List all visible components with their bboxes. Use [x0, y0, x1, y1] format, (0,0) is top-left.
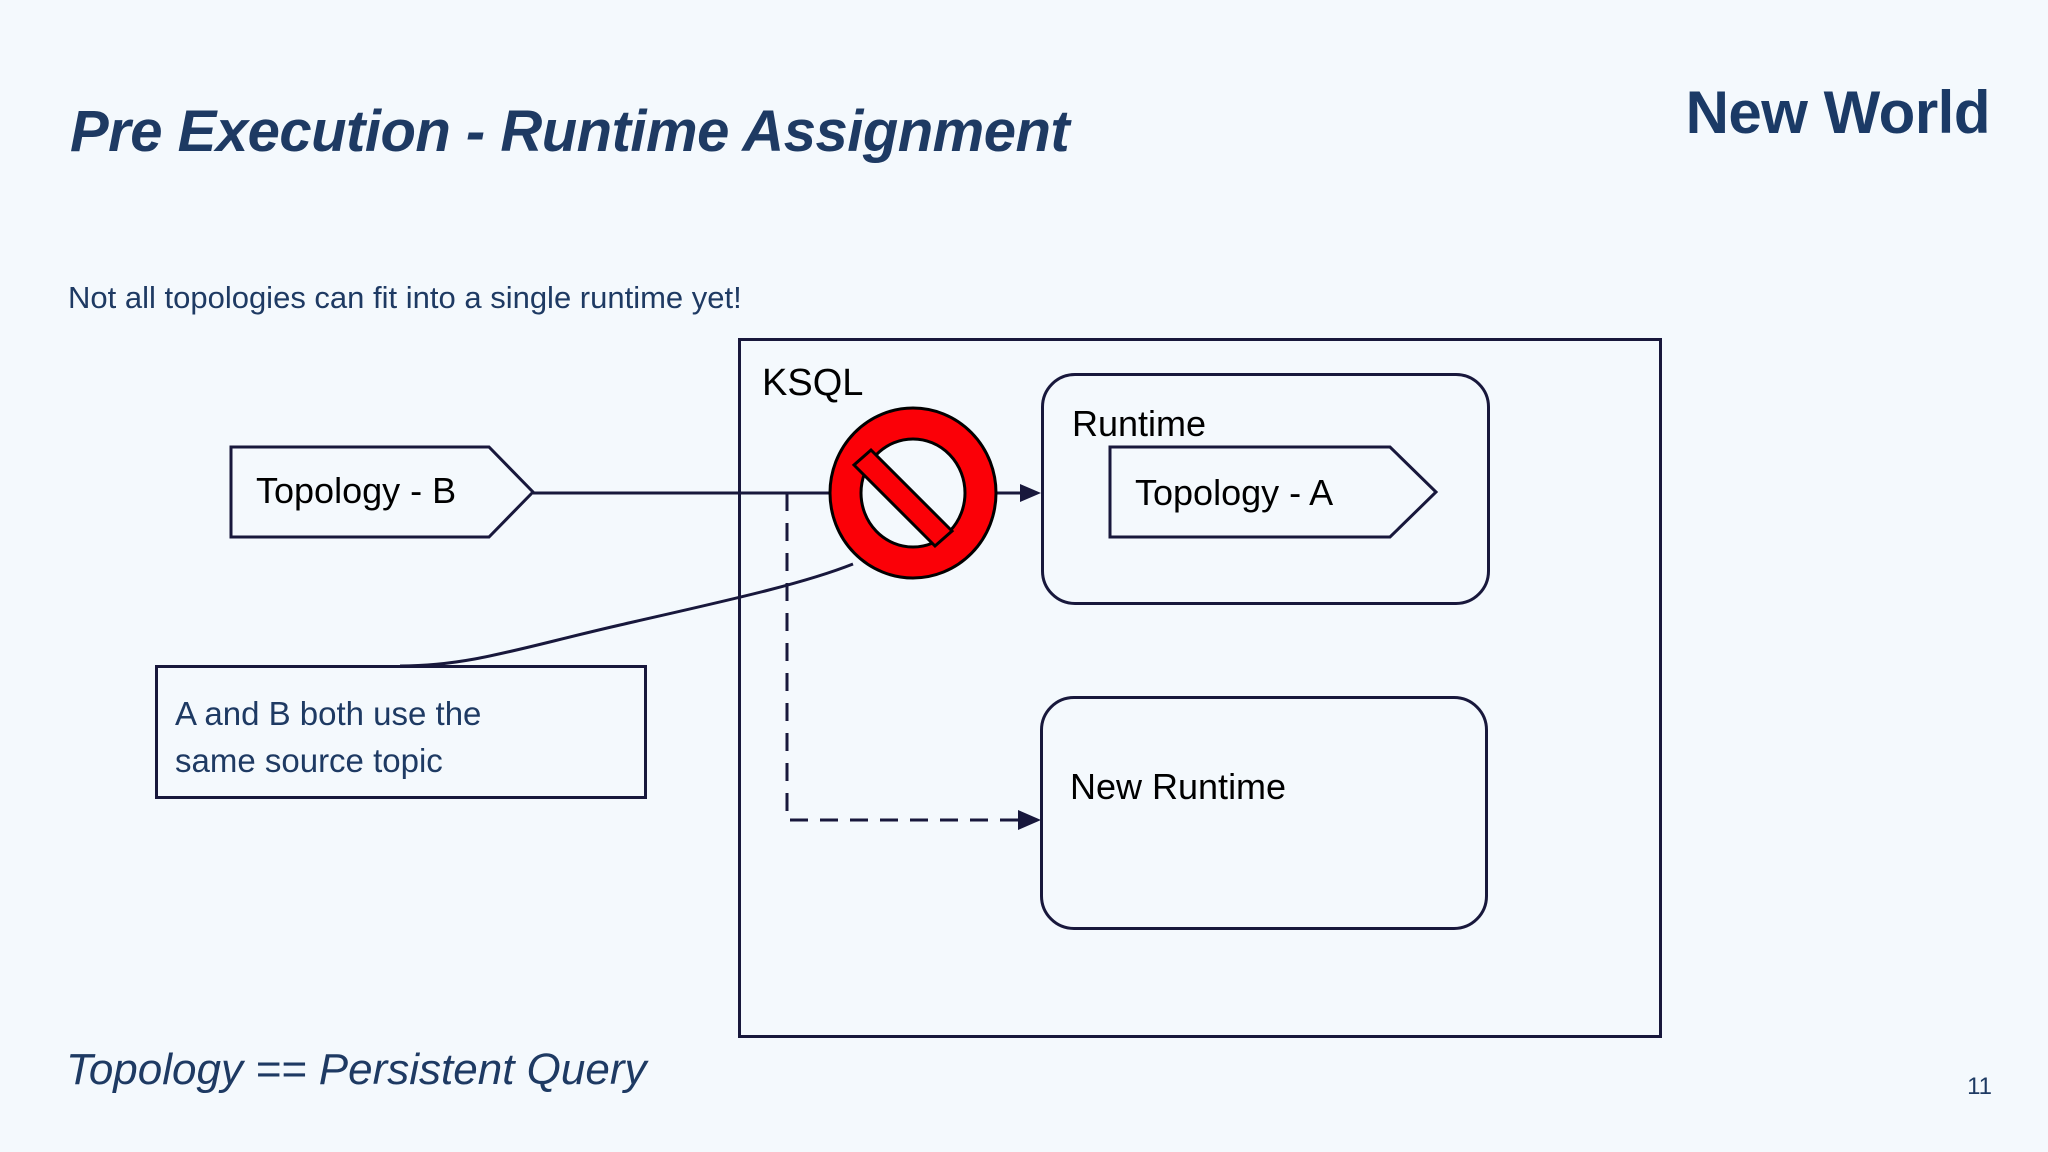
slide-subtitle: Not all topologies can fit into a single… — [68, 280, 742, 315]
topology-b-shape — [229, 445, 536, 539]
connector-arrowhead-new-runtime — [1018, 810, 1041, 830]
connector-dashed-to-new-runtime — [785, 493, 1026, 822]
no-entry-icon — [828, 406, 998, 580]
new-runtime-box — [1040, 696, 1488, 930]
runtime-box — [1041, 373, 1490, 605]
callout-box — [155, 665, 647, 799]
callout-line-1: A and B both use the — [175, 695, 482, 732]
callout-leader-line — [399, 562, 854, 668]
page-number: 11 — [1967, 1073, 1992, 1100]
ksql-container — [738, 338, 1662, 1038]
page-title: Pre Execution - Runtime Assignment — [70, 99, 1070, 164]
topology-a-shape — [1108, 445, 1439, 539]
deck-section-label: New World — [1685, 79, 1991, 146]
footer-note: Topology == Persistent Query — [66, 1045, 647, 1094]
connector-arrowhead-runtime — [1020, 484, 1041, 502]
callout-line-2: same source topic — [175, 742, 443, 779]
